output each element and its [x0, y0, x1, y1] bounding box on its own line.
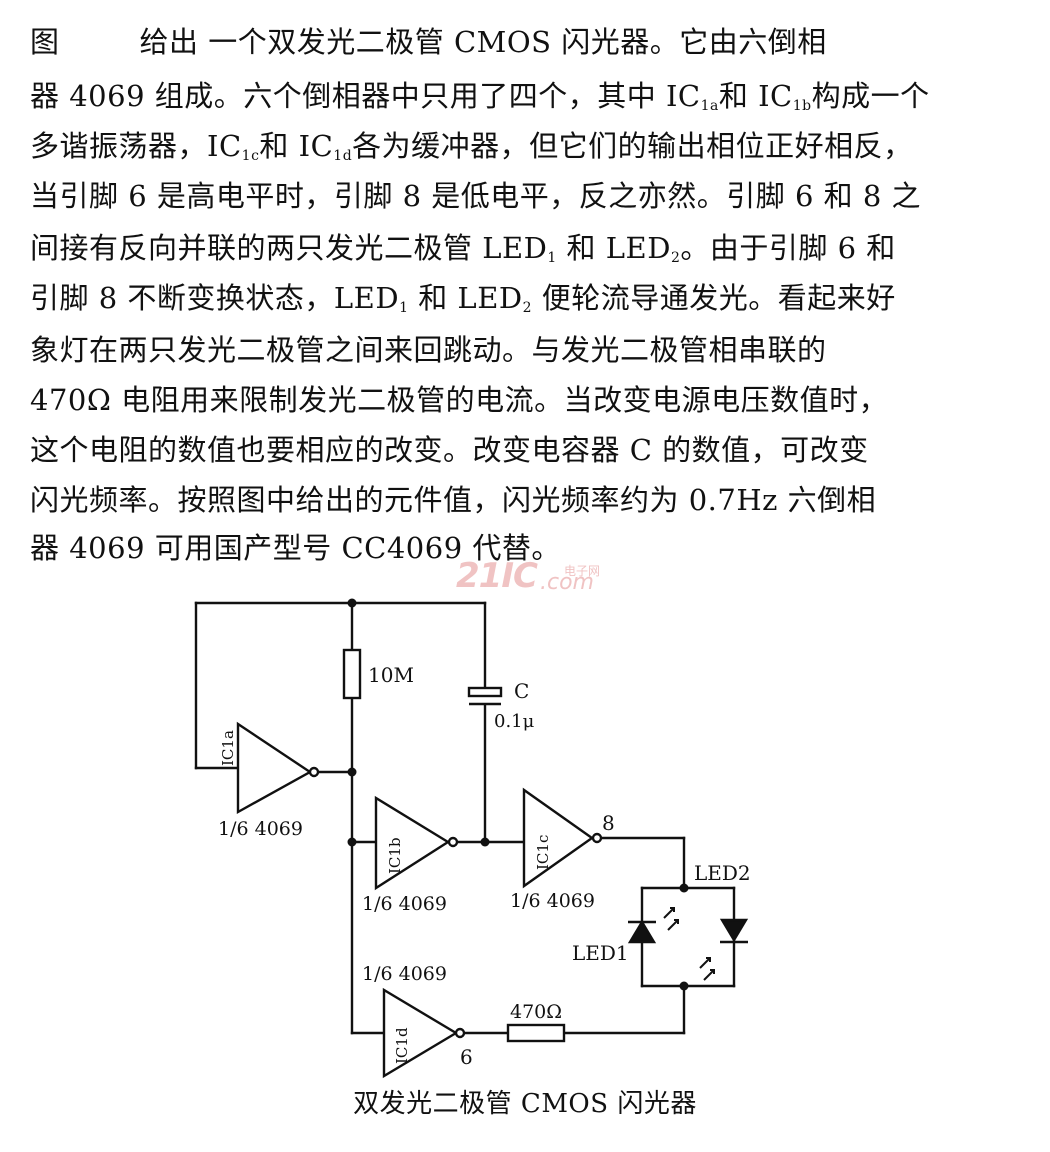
text-line-10: 闪光频率。按照图中给出的元件值，闪光频率约为 0.7Hz 六倒相: [30, 483, 877, 517]
led1-diode: [627, 907, 679, 944]
inverter-ic1d: [382, 987, 466, 1079]
label-ic1d: IC1d: [393, 1027, 411, 1064]
label-pin-8: 8: [602, 811, 615, 835]
label-pin-6: 6: [460, 1045, 473, 1069]
resistor-10m: [342, 648, 362, 700]
resistor-470: [506, 1023, 566, 1043]
junction-dots: [347, 598, 689, 991]
label-c-value: 0.1μ: [494, 711, 535, 732]
label-ic1c: IC1c: [534, 835, 552, 870]
text-line-4: 当引脚 6 是高电平时，引脚 8 是低电平，反之亦然。引脚 6 和 8 之: [30, 179, 922, 213]
text-line-6: 引脚 8 不断变换状态，LED1 和 LED2 便轮流导通发光。看起来好: [30, 281, 896, 316]
label-part-a: 1/6 4069: [218, 818, 303, 840]
text-line-11: 器 4069 可用国产型号 CC4069 代替。: [30, 531, 561, 565]
text-line-7: 象灯在两只发光二极管之间来回跳动。与发光二极管相串联的: [30, 333, 827, 367]
label-part-c: 1/6 4069: [510, 890, 595, 912]
label-ic1a: IC1a: [219, 730, 237, 766]
watermark-logo: 21IC 电子网 .com: [456, 556, 601, 596]
led2-diode: [699, 918, 749, 981]
label-led1: LED1: [572, 941, 629, 965]
text-line-9: 这个电阻的数值也要相应的改变。改变电容器 C 的数值，可改变: [30, 433, 869, 467]
label-part-b: 1/6 4069: [362, 893, 447, 915]
capacitor-c: [467, 686, 503, 706]
text-line-8: 470Ω 电阻用来限制发光二极管的电流。当改变电源电压数值时，: [30, 383, 889, 417]
label-ic1b: IC1b: [386, 837, 404, 874]
inverter-ic1b: [374, 795, 459, 891]
inverter-ic1c: [522, 787, 603, 889]
label-10m: 10M: [368, 663, 414, 687]
label-led2: LED2: [694, 861, 751, 885]
text-line-1: 图给出 一个双发光二极管 CMOS 闪光器。它由六倒相: [30, 25, 827, 59]
label-part-d: 1/6 4069: [362, 963, 447, 985]
diagram-caption: 双发光二极管 CMOS 闪光器: [353, 1089, 697, 1119]
text-line-5: 间接有反向并联的两只发光二极管 LED1 和 LED2。由于引脚 6 和: [30, 231, 896, 266]
label-c: C: [514, 679, 529, 703]
text-line-3: 多谐振荡器，IC1c和 IC1d各为缓冲器，但它们的输出相位正好相反，: [30, 129, 913, 164]
text-line-2: 器 4069 组成。六个倒相器中只用了四个，其中 IC1a和 IC1b构成一个: [30, 79, 930, 114]
label-470: 470Ω: [510, 1001, 562, 1023]
inverter-ic1a: [236, 721, 320, 815]
